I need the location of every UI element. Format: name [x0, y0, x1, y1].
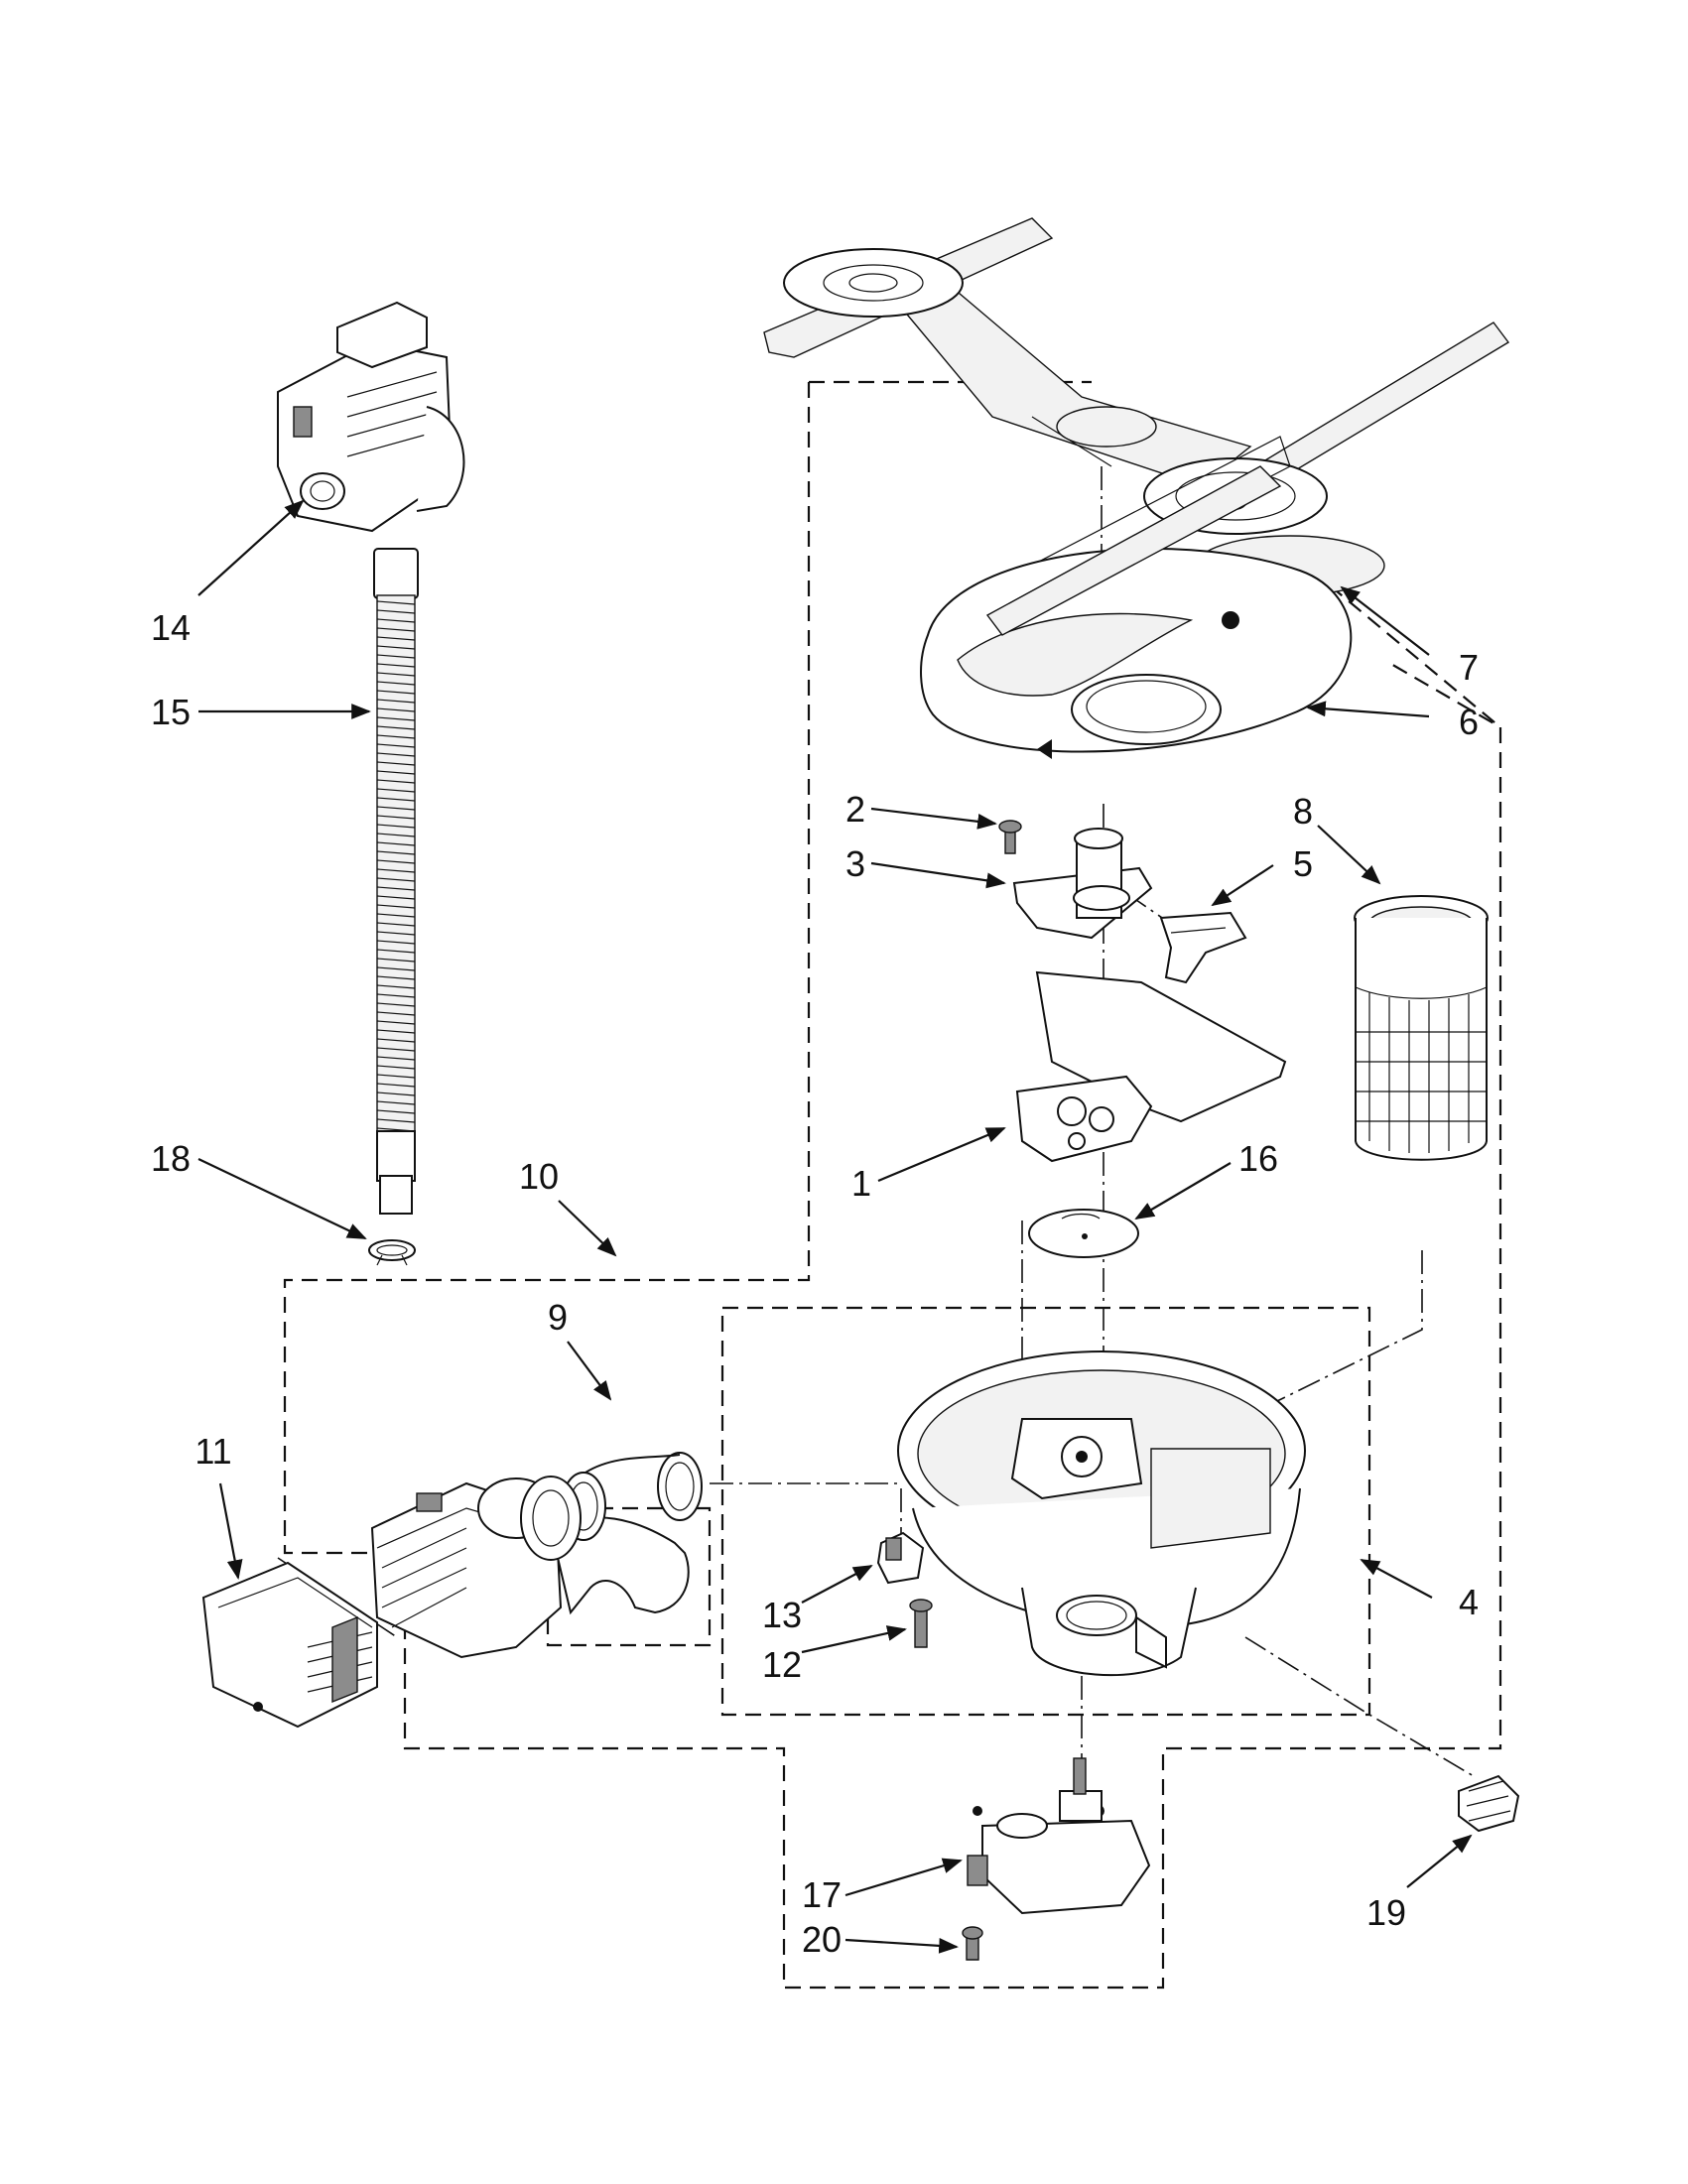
- callout-9: 9: [548, 1297, 568, 1338]
- callout-16: 16: [1238, 1138, 1278, 1179]
- leader-8: [1317, 825, 1381, 885]
- screw-20: [962, 1926, 983, 1961]
- leader-18: [197, 1158, 367, 1239]
- plug-19: [1458, 1774, 1520, 1833]
- leader-10: [558, 1200, 617, 1257]
- callout-3: 3: [845, 843, 865, 884]
- callout-20: 20: [802, 1919, 842, 1960]
- leader-11: [218, 1482, 243, 1580]
- screw-2: [998, 820, 1022, 854]
- leader-5: [1211, 864, 1274, 907]
- callout-8: 8: [1293, 791, 1313, 832]
- drain-pump-14: [277, 301, 465, 533]
- pump-cover-11: [201, 1561, 378, 1729]
- leader-16: [1134, 1162, 1232, 1220]
- sensor-13: [876, 1531, 925, 1585]
- leader-6: [1306, 701, 1430, 718]
- drain-hose-15: [373, 548, 419, 1215]
- assembly-10-boundary: [283, 382, 1502, 1990]
- leader-4: [1360, 1559, 1433, 1599]
- callout-4: 4: [1459, 1582, 1479, 1622]
- callout-11: 11: [195, 1431, 231, 1472]
- clamp-18: [368, 1239, 416, 1266]
- pump-motor-10: [370, 1476, 582, 1659]
- disc-16: [1028, 1209, 1139, 1258]
- callout-7: 7: [1459, 647, 1479, 688]
- leader-2: [870, 807, 997, 830]
- callout-19: 19: [1366, 1892, 1406, 1933]
- callout-6: 6: [1459, 702, 1479, 742]
- leader-12: [801, 1625, 907, 1654]
- leader-19: [1406, 1834, 1473, 1888]
- sump-4: [897, 1350, 1306, 1677]
- leader-13: [801, 1565, 873, 1604]
- leader-3: [870, 861, 1006, 889]
- screw-12: [909, 1599, 933, 1648]
- leader-lines: [197, 499, 1473, 1954]
- leader-14: [197, 499, 305, 596]
- callout-5: 5: [1293, 843, 1313, 884]
- filter-8: [1354, 895, 1489, 1161]
- callout-13: 13: [762, 1595, 802, 1635]
- leader-1: [877, 1126, 1006, 1183]
- leader-17: [844, 1858, 963, 1897]
- callout-15: 15: [151, 692, 191, 732]
- clip-5: [1159, 911, 1247, 984]
- leader-20: [844, 1937, 959, 1954]
- hub-3: [1012, 828, 1153, 940]
- callout-10: 10: [519, 1156, 559, 1197]
- filter-housing-1: [1015, 970, 1287, 1163]
- upper-spray-arm: [763, 217, 1510, 611]
- callout-1: 1: [851, 1163, 871, 1204]
- callout-14: 14: [151, 607, 191, 648]
- callout-18: 18: [151, 1138, 191, 1179]
- leader-9: [567, 1341, 612, 1401]
- callout-12: 12: [762, 1644, 802, 1685]
- callout-2: 2: [845, 789, 865, 830]
- leader-7: [1340, 585, 1430, 656]
- callout-labels: 1 2 3 4 5 6 7 8 9 10 11 12 13 14 15 16 1…: [151, 607, 1479, 1960]
- centerline-19: [1244, 1636, 1475, 1777]
- spray-arm-cover: [920, 465, 1353, 759]
- diverter-motor-17: [967, 1757, 1151, 1915]
- callout-17: 17: [802, 1874, 842, 1915]
